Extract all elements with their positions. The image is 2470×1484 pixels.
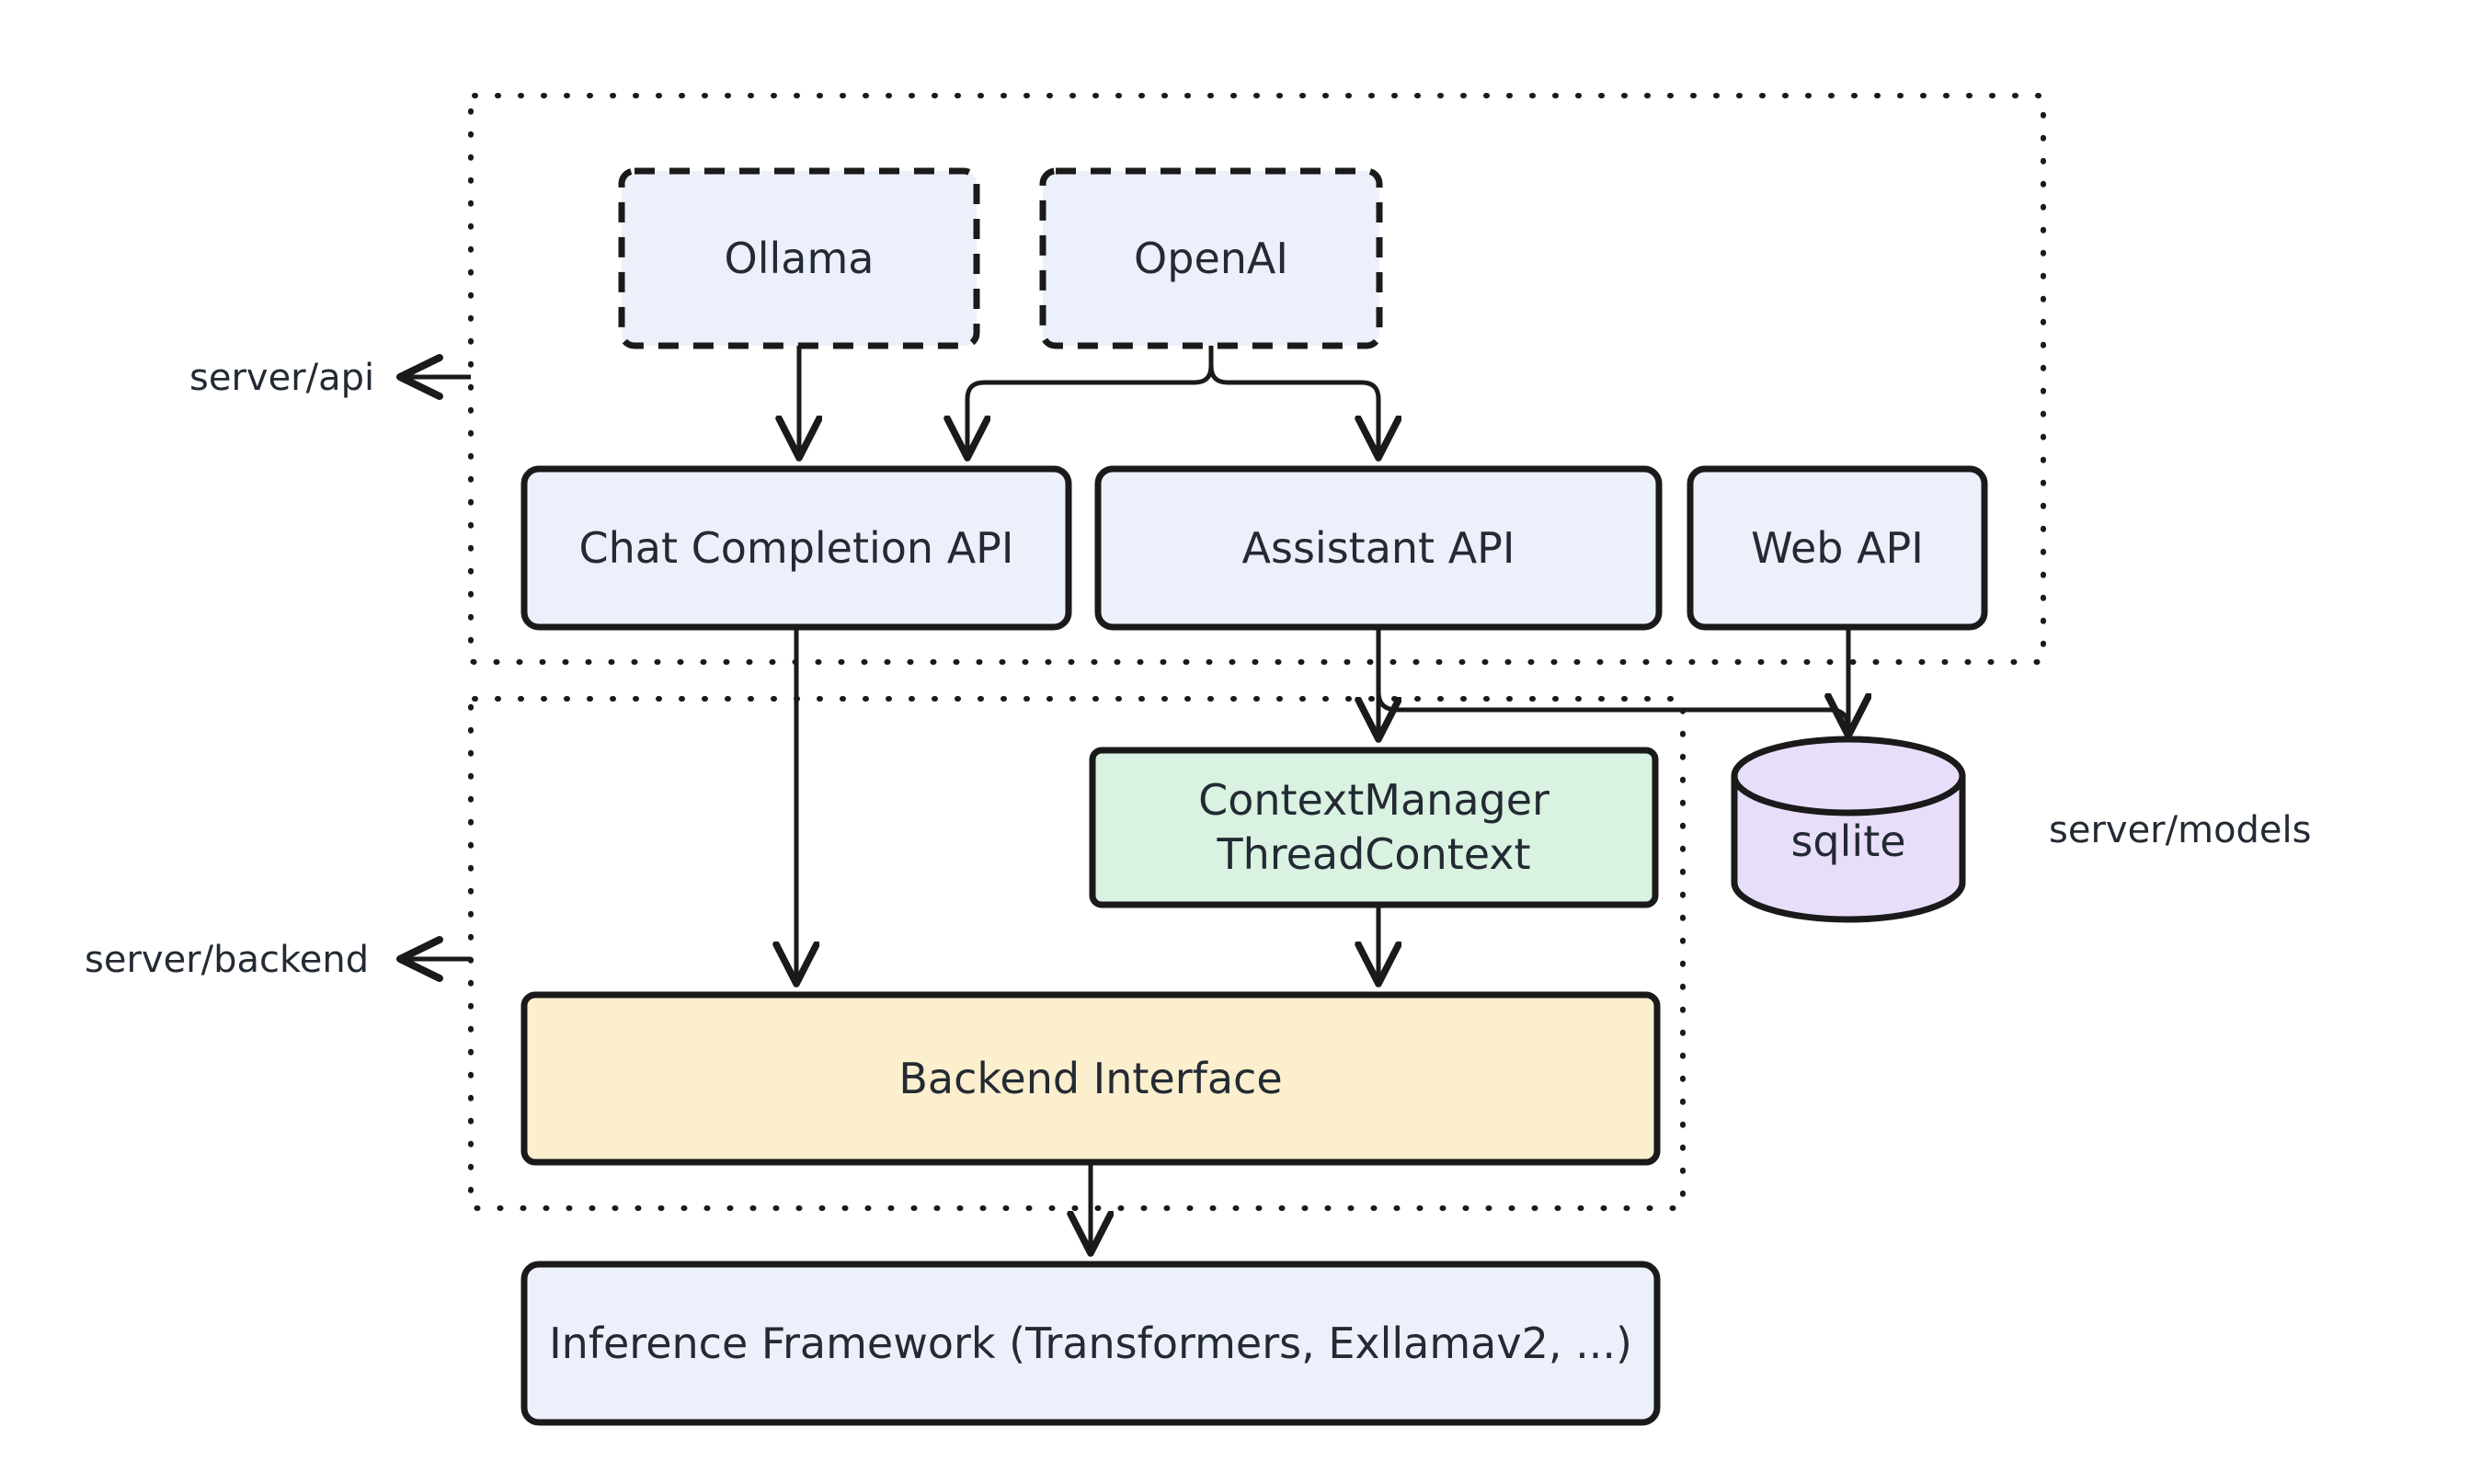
- container-server-backend: [468, 696, 1686, 1211]
- node-context-manager[interactable]: [1089, 747, 1659, 908]
- node-sqlite[interactable]: [1731, 736, 1966, 923]
- server-backend-label: server/backend: [85, 939, 370, 981]
- node-assistant-api[interactable]: [1094, 465, 1663, 631]
- node-openai[interactable]: [1039, 167, 1383, 349]
- node-backend-interface[interactable]: [520, 991, 1661, 1166]
- node-web-api[interactable]: [1687, 465, 1988, 631]
- edge-assistant-api-to-sqlite: [1376, 627, 1848, 732]
- edge-openai-to-assistant-api: [1208, 346, 1378, 454]
- server-models-label: server/models: [2049, 809, 2312, 851]
- node-chat-completion-api[interactable]: [520, 465, 1072, 631]
- server-api-label: server/api: [189, 357, 375, 399]
- node-inference-framework[interactable]: [520, 1261, 1661, 1426]
- container-server-api: [468, 93, 2046, 665]
- node-ollama[interactable]: [618, 167, 980, 349]
- edge-openai-to-chat-completion-api: [967, 346, 1214, 454]
